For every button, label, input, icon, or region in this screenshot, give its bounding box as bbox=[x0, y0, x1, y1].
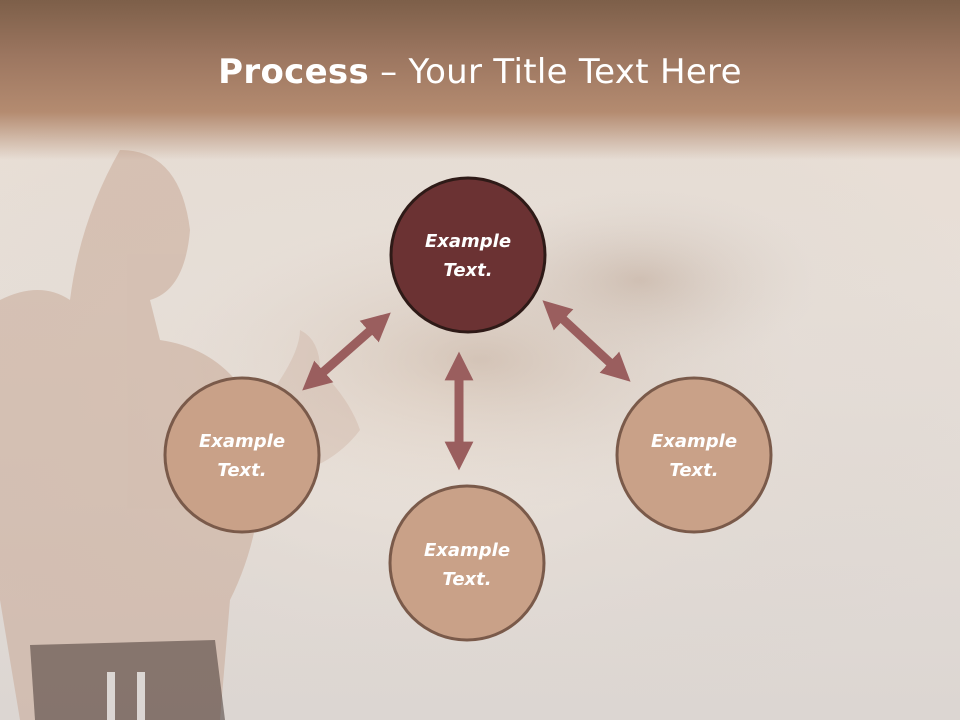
page-title: Process – Your Title Text Here bbox=[0, 52, 960, 92]
node-top-line1: Example bbox=[425, 231, 511, 252]
title-band bbox=[0, 0, 960, 160]
node-left-line1: Example bbox=[199, 431, 285, 452]
arrow-top-left bbox=[302, 312, 391, 391]
title-bold: Process bbox=[218, 52, 370, 92]
process-node-top: Example Text. bbox=[389, 176, 547, 334]
node-bottom-line2: Text. bbox=[442, 569, 491, 590]
process-node-right: Example Text. bbox=[615, 376, 773, 534]
title-rest: Your Title Text Here bbox=[408, 52, 742, 92]
node-right-line2: Text. bbox=[669, 460, 718, 481]
arrow-top-right bbox=[542, 300, 631, 382]
node-right-line1: Example bbox=[651, 431, 737, 452]
process-node-left: Example Text. bbox=[163, 376, 321, 534]
process-node-bottom: Example Text. bbox=[388, 484, 546, 642]
node-left-line2: Text. bbox=[217, 460, 266, 481]
title-separator: – bbox=[369, 52, 409, 92]
shorts bbox=[30, 640, 225, 720]
node-top-line2: Text. bbox=[443, 260, 492, 281]
node-bottom-line1: Example bbox=[424, 540, 510, 561]
